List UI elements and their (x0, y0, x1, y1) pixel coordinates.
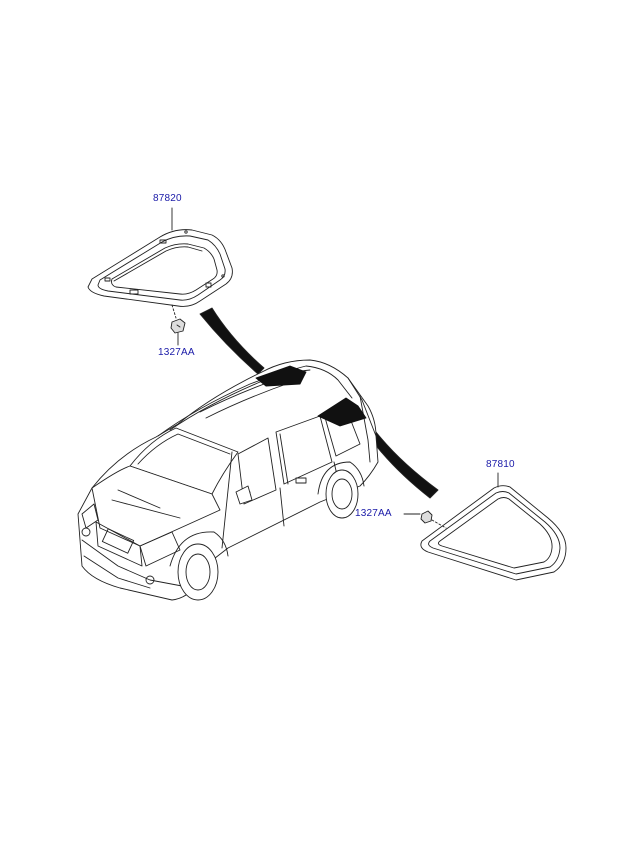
clip-1327AA-right (403, 510, 447, 529)
pointer-band-right (369, 431, 439, 499)
quarter-glass-87820 (87, 207, 233, 319)
vehicle-glass-location-upper (255, 365, 307, 387)
part-label-87820: 87820 (153, 193, 182, 204)
quarter-glass-87810 (420, 472, 567, 581)
part-label-1327AA-right: 1327AA (355, 508, 392, 519)
part-label-87810: 87810 (486, 459, 515, 470)
pointer-band-upper (199, 307, 265, 375)
part-label-1327AA-upper: 1327AA (158, 347, 195, 358)
vehicle-illustration (77, 359, 379, 601)
vehicle-glass-location-rear (317, 397, 367, 427)
clip-1327AA-upper (170, 318, 186, 346)
